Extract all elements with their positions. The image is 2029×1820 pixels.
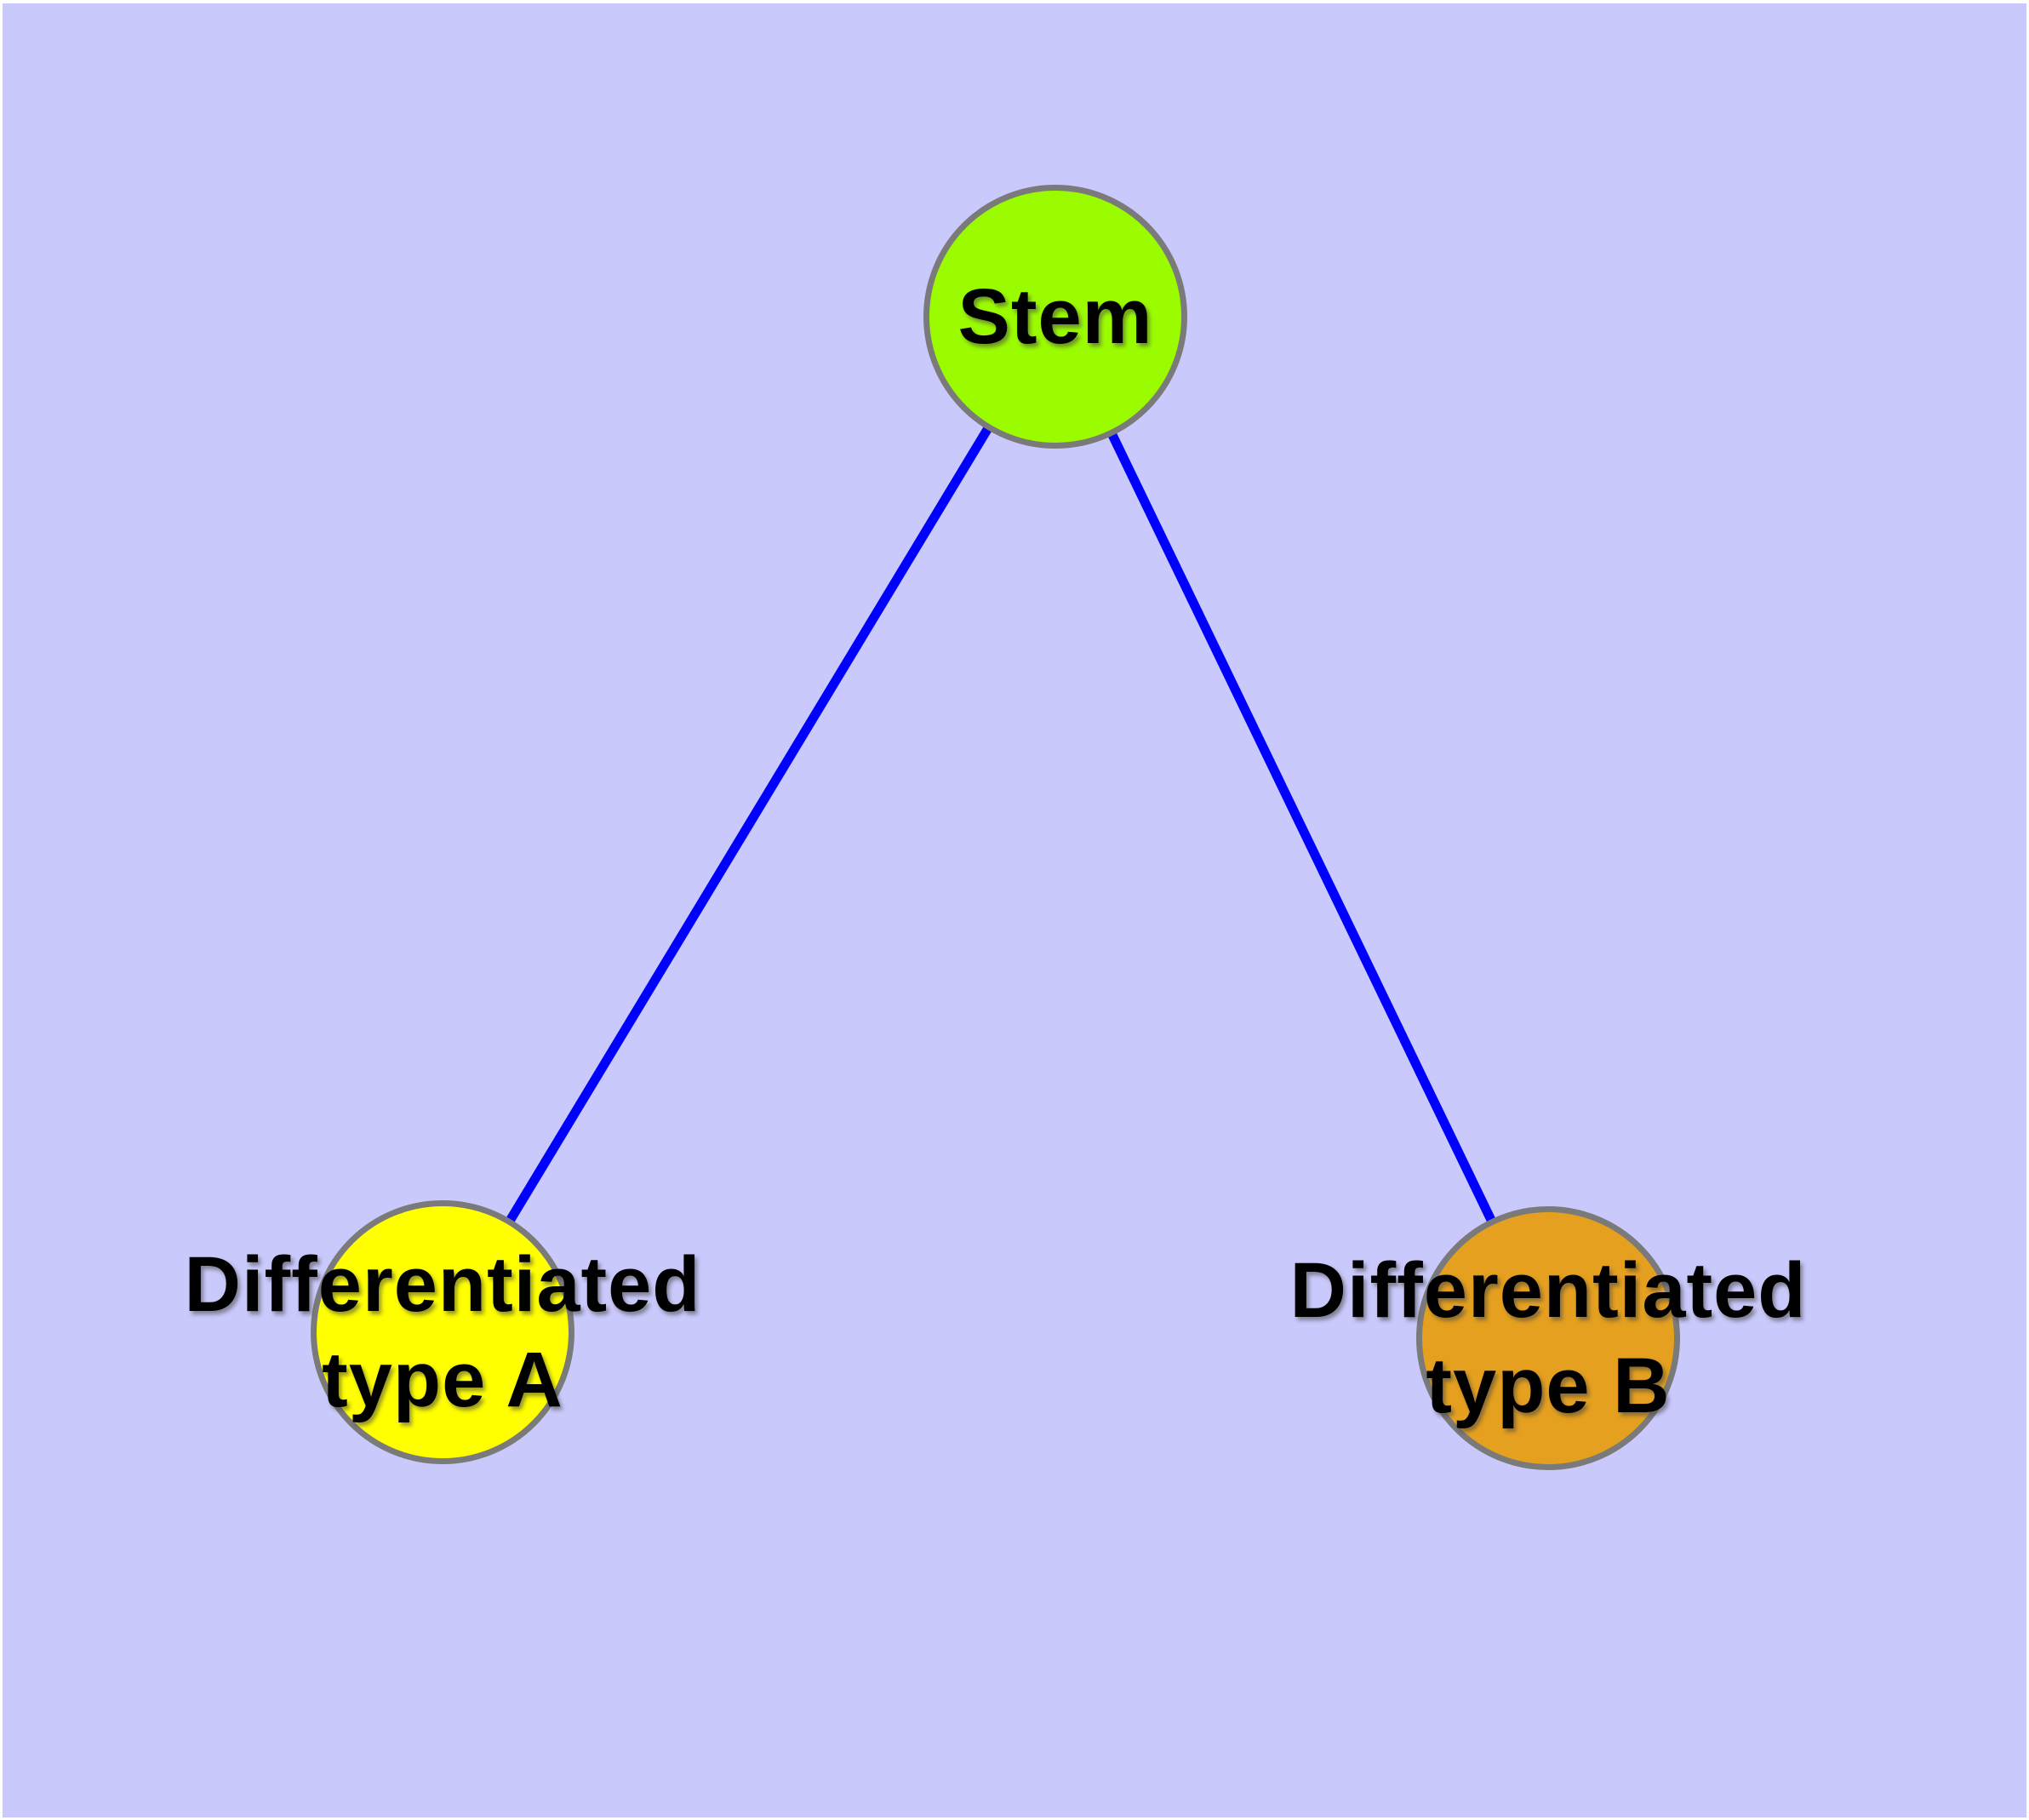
node-label-stem-line: Stem [957,273,1153,360]
node-label-differentiated-type-a: Differentiated type A [0,1237,911,1428]
node-label-type-b-line-1: Differentiated [1289,1247,1807,1334]
edge-stem-to-type-b [1051,314,1552,1341]
node-label-type-b-line-2: type B [1426,1342,1671,1429]
node-stem [923,185,1187,449]
node-label-differentiated-type-b: Differentiated type B [1080,1243,2016,1434]
edge-stem-to-type-a [438,314,1060,1335]
node-label-stem: Stem [587,269,1523,364]
node-differentiated-type-a [311,1200,574,1464]
node-differentiated-type-b [1416,1206,1680,1470]
node-label-type-a-line-2: type A [322,1336,563,1423]
node-label-type-a-line-1: Differentiated [184,1241,701,1328]
